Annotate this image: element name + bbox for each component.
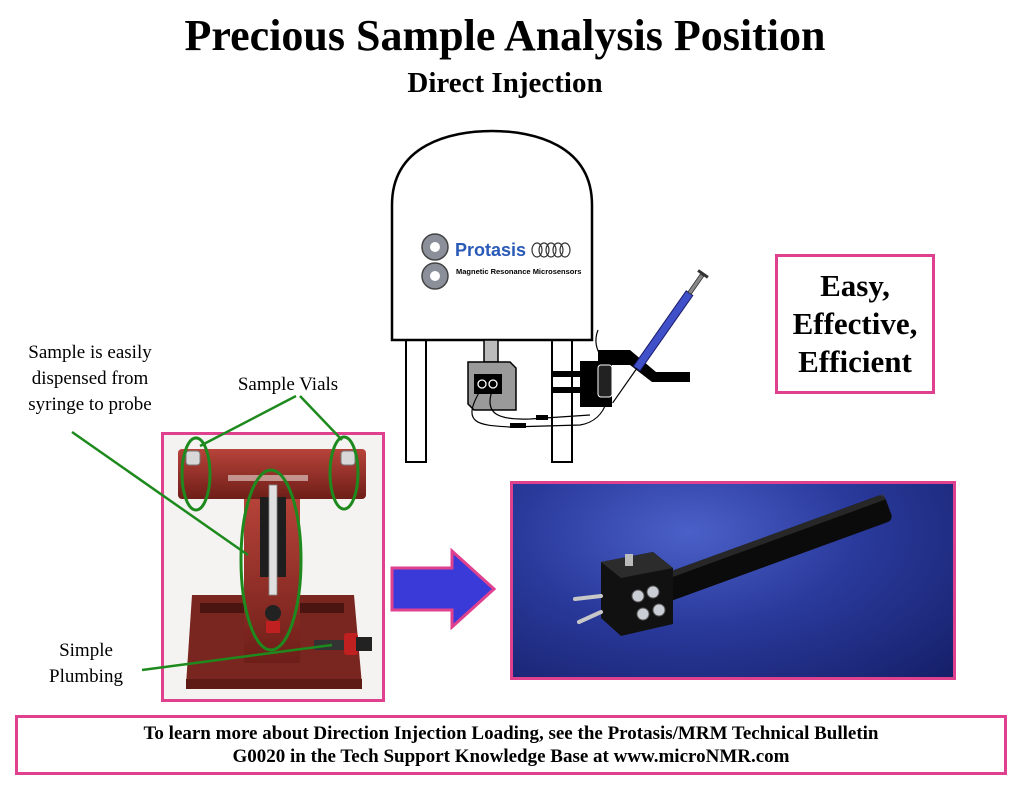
injection-stand-illustration (178, 449, 372, 689)
page-subtitle: Direct Injection (407, 67, 603, 99)
benefit-easy: Easy, (820, 268, 890, 303)
benefit-efficient: Efficient (798, 344, 912, 379)
right-arrow-icon (390, 548, 497, 630)
footer-note: To learn more about Direction Injection … (15, 715, 1007, 775)
plumbing-label: Simple Plumbing (49, 640, 123, 687)
coil-icon (531, 242, 571, 258)
benefits-box: Easy, Effective, Efficient (775, 254, 935, 394)
magnet-leg-left (405, 329, 427, 463)
magnet-dome (390, 129, 594, 342)
fixture-body (580, 350, 690, 407)
probe-tube (659, 495, 892, 601)
probe-connectors (474, 374, 502, 394)
fixture-bar-lower (552, 387, 580, 393)
sample-vials-label: Sample Vials (237, 374, 339, 395)
dispense-label: Sample is easily dispensed from syringe … (28, 342, 152, 415)
page-title: Precious Sample Analysis Position (184, 11, 826, 60)
logo-brand: Protasis (455, 240, 526, 260)
probe-photo (510, 481, 956, 680)
probe-stem (483, 339, 499, 363)
logo-tagline: Magnetic Resonance Microsensors (456, 267, 581, 276)
fixture-bar-upper (552, 371, 580, 377)
injection-stand-photo (161, 432, 385, 702)
benefit-effective: Effective, (792, 306, 918, 341)
footer-line-2: G0020 in the Tech Support Knowledge Base… (232, 746, 790, 767)
magnet-leg-right (551, 329, 573, 463)
nmr-magnet-diagram: Protasis Magnetic Resonance Microsensors (390, 129, 709, 463)
protasis-logo: Protasis Magnetic Resonance Microsensors (421, 233, 581, 290)
footer-line-1: To learn more about Direction Injection … (143, 723, 879, 744)
probe-fittings (631, 585, 666, 621)
probe-pins (573, 594, 603, 624)
probe-illustration (573, 493, 892, 636)
syringe-icon (612, 269, 709, 404)
